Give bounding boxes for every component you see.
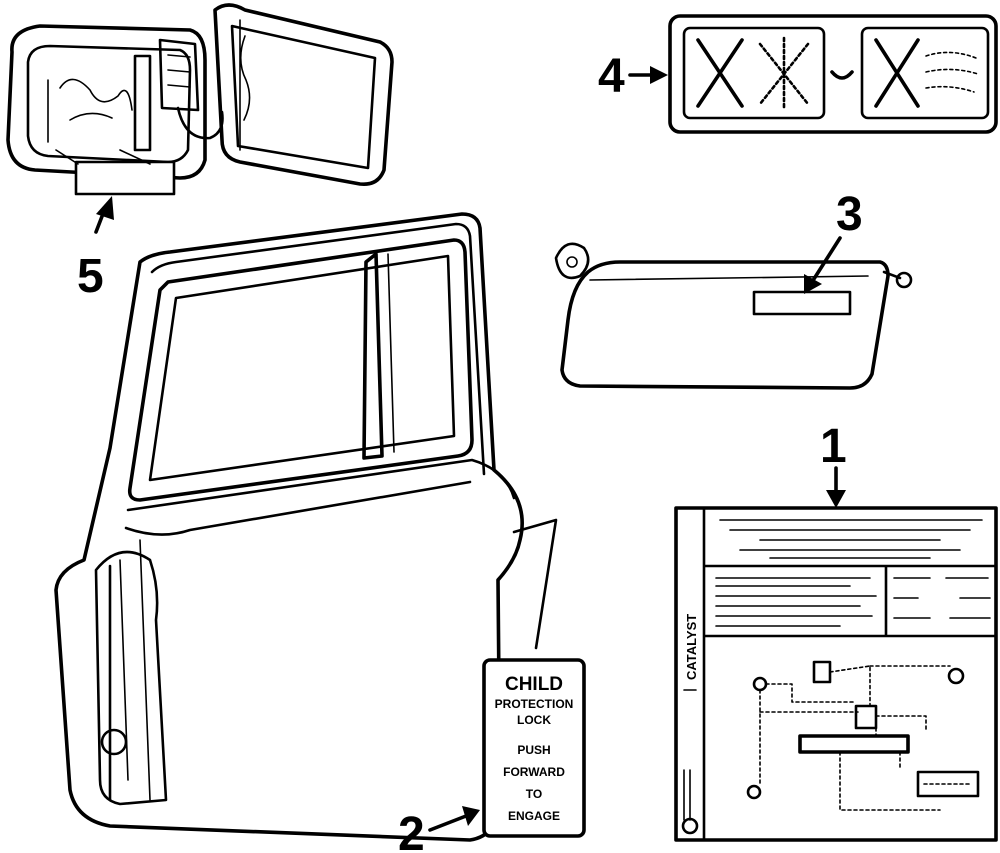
child-lock-line-4: PUSH [517,743,550,757]
fuel-door-assembly [6,3,394,196]
child-lock-line-1: CHILD [505,674,563,695]
callout-5-number: 5 [77,250,104,303]
callout-3: 3 [804,188,863,294]
child-lock-line-7: ENGAGE [508,809,560,823]
airbag-warning-decal [668,14,998,134]
fuel-door-label [74,160,176,196]
emission-side-text: CATALYST [684,614,699,680]
callout-1-number: 1 [820,420,847,473]
emission-label: CATALYST [674,506,998,842]
callout-3-number: 3 [836,188,863,241]
child-lock-line-6: TO [526,787,542,801]
pentastar-icon [681,817,699,835]
sun-visor-assembly [554,242,913,390]
callout-2-number: 2 [398,808,425,853]
warning-x-icon [696,38,744,108]
callout-1: 1 [820,420,847,508]
callout-2: 2 [398,806,480,853]
vacuum-hose-schematic [746,660,980,811]
rear-door [54,212,524,842]
leader-line-2 [512,518,558,650]
child-lock-label: CHILD PROTECTION LOCK PUSH FORWARD TO EN… [482,658,586,838]
child-lock-line-2: PROTECTION [495,697,574,711]
callout-5: 5 [77,196,114,303]
child-lock-line-5: FORWARD [503,765,565,779]
callout-4-number: 4 [598,50,625,103]
warning-x-icon-2 [874,38,920,108]
callout-4: 4 [598,50,668,103]
sun-visor-label [752,290,852,316]
child-lock-line-3: LOCK [517,713,551,727]
